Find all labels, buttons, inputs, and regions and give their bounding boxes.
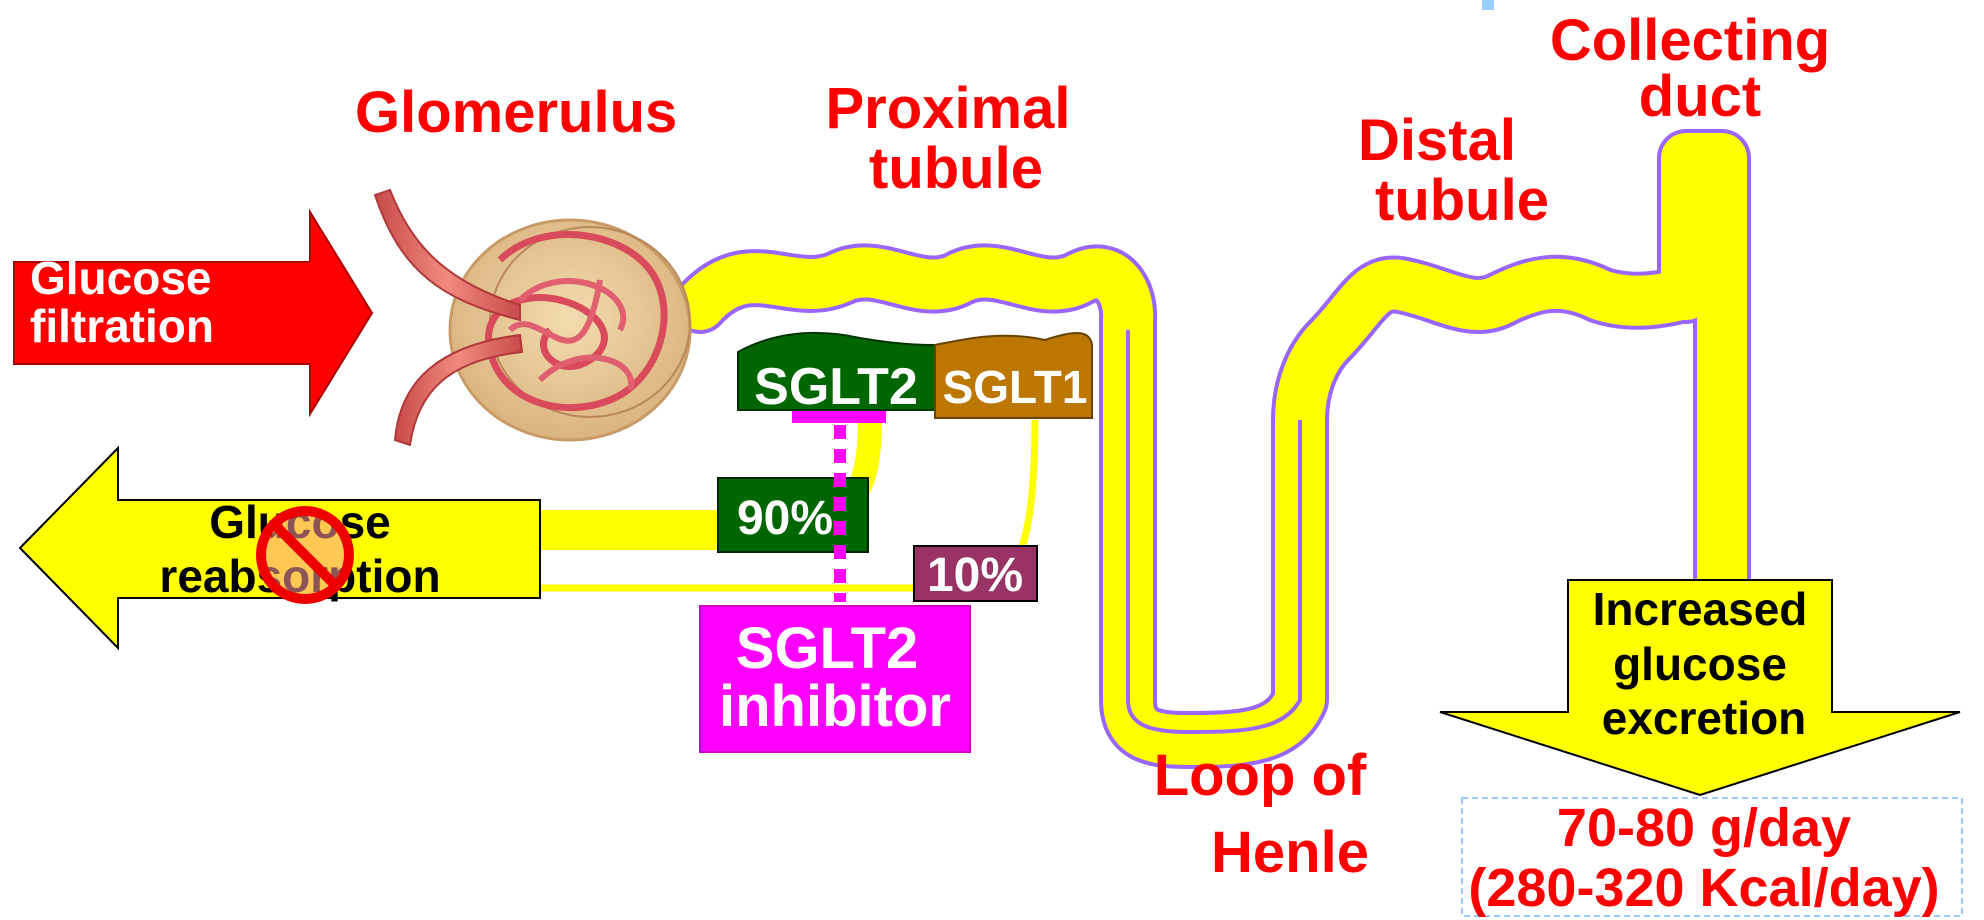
- proximal-label-1: Proximal: [826, 76, 1071, 141]
- excretion-amount: 70-80 g/day (280-320 Kcal/day): [1462, 798, 1962, 918]
- excretion-label-1: Increased: [1593, 583, 1808, 635]
- loop-label-1: Loop of: [1154, 743, 1367, 808]
- inhibitor-label-2: inhibitor: [719, 674, 951, 739]
- sglt2-box: SGLT2: [738, 333, 935, 416]
- inhibitor-label-1: SGLT2: [736, 616, 919, 681]
- excretion-label-2: glucose: [1613, 638, 1787, 690]
- pct-90-label: 90%: [737, 492, 833, 545]
- sglt2-label: SGLT2: [754, 358, 918, 416]
- amount-line-1: 70-80 g/day: [1557, 798, 1851, 858]
- top-marker: [1482, 0, 1494, 10]
- proximal-label-2: tubule: [869, 136, 1043, 201]
- sglt1-label: SGLT1: [943, 361, 1088, 413]
- loop-label-2: Henle: [1211, 820, 1369, 885]
- amount-line-2: (280-320 Kcal/day): [1468, 858, 1939, 918]
- pct-10-label: 10%: [927, 549, 1023, 602]
- collecting-label-2: duct: [1639, 64, 1761, 129]
- prohibited-icon: [261, 511, 349, 599]
- filtration-label-2: filtration: [30, 300, 214, 352]
- sglt1-box: SGLT1: [935, 333, 1092, 418]
- pct-90-box: 90%: [718, 478, 868, 552]
- excretion-label-3: excretion: [1602, 692, 1807, 744]
- filtration-arrow: Glucose filtration: [14, 212, 372, 414]
- distal-label-2: tubule: [1375, 168, 1549, 233]
- glomerulus-illustration: [375, 190, 690, 445]
- excretion-arrow: Increased glucose excretion: [1440, 580, 1960, 795]
- sglt2-inhibitor-box: SGLT2 inhibitor: [700, 606, 970, 752]
- filtration-label-1: Glucose: [30, 252, 212, 304]
- glomerulus-label: Glomerulus: [355, 80, 677, 145]
- distal-label-1: Distal: [1358, 108, 1516, 173]
- pct-10-box: 10%: [914, 546, 1037, 602]
